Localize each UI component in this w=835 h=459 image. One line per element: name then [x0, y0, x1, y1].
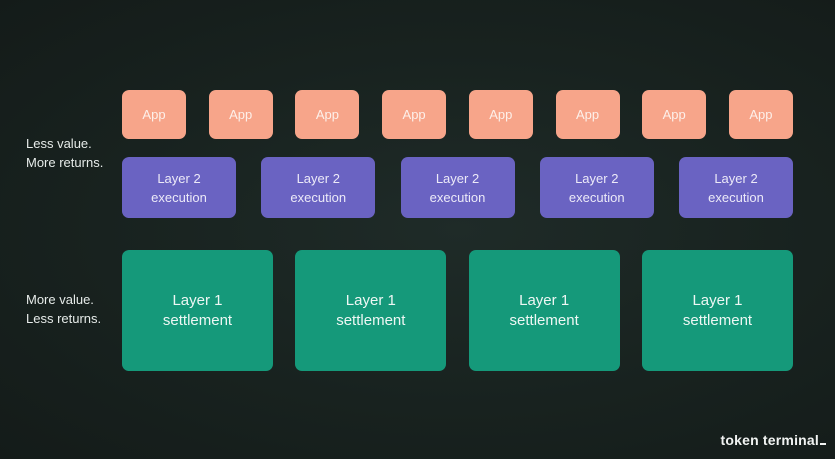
more-returns-line: More returns. [26, 155, 104, 170]
layer2-title: Layer 2 [575, 170, 619, 186]
layer1-box: Layer 1 settlement [122, 250, 273, 371]
layer1-subtitle: settlement [162, 311, 233, 329]
app-row: App App App App App App App App [122, 90, 793, 139]
less-returns-line: Less returns. [26, 311, 102, 326]
cursor-underscore-icon [820, 443, 826, 445]
layer2-title: Layer 2 [157, 170, 201, 186]
app-box: App [642, 90, 707, 139]
layer1-box: Layer 1 settlement [295, 250, 447, 371]
app-box: App [208, 90, 273, 139]
layer1-subtitle: settlement [509, 311, 579, 329]
layer1-title: Layer 1 [519, 291, 570, 309]
layer1-title: Layer 1 [692, 291, 743, 309]
layer2-box: Layer 2 execution [539, 157, 654, 218]
layer2-box: Layer 2 execution [400, 157, 515, 218]
app-box: App [382, 90, 447, 139]
layer2-title: Layer 2 [714, 170, 758, 186]
layer2-box: Layer 2 execution [261, 157, 376, 218]
layer2-box: Layer 2 execution [679, 157, 793, 218]
app-box: App [555, 90, 620, 139]
app-box: App [468, 90, 533, 139]
more-value-line: More value. [26, 292, 94, 307]
layer2-title: Layer 2 [435, 170, 480, 186]
layer2-subtitle: execution [568, 189, 625, 205]
more-value-label: More value. Less returns. [26, 290, 101, 328]
layer1-title: Layer 1 [172, 291, 223, 309]
layer1-box: Layer 1 settlement [641, 250, 793, 371]
layer1-title: Layer 1 [345, 291, 396, 309]
layer2-subtitle: execution [151, 189, 207, 205]
layer1-subtitle: settlement [336, 311, 406, 329]
layer2-title: Layer 2 [296, 170, 340, 186]
app-box: App [122, 90, 186, 139]
layer1-box: Layer 1 settlement [468, 250, 620, 371]
less-value-line: Less value. [26, 136, 92, 151]
layer2-subtitle: execution [429, 189, 486, 205]
layer1-row: Layer 1 settlement Layer 1 settlement La… [122, 250, 793, 371]
layer2-subtitle: execution [708, 189, 764, 205]
app-box: App [295, 90, 360, 139]
brand-name: token terminal [720, 432, 819, 448]
less-value-label: Less value. More returns. [26, 134, 103, 172]
brand-logo: token terminal [720, 432, 826, 448]
layer1-subtitle: settlement [682, 311, 753, 329]
app-box: App [728, 90, 793, 139]
layer2-subtitle: execution [290, 189, 347, 205]
layer2-row: Layer 2 execution Layer 2 execution Laye… [122, 157, 793, 218]
layer2-box: Layer 2 execution [122, 157, 236, 218]
